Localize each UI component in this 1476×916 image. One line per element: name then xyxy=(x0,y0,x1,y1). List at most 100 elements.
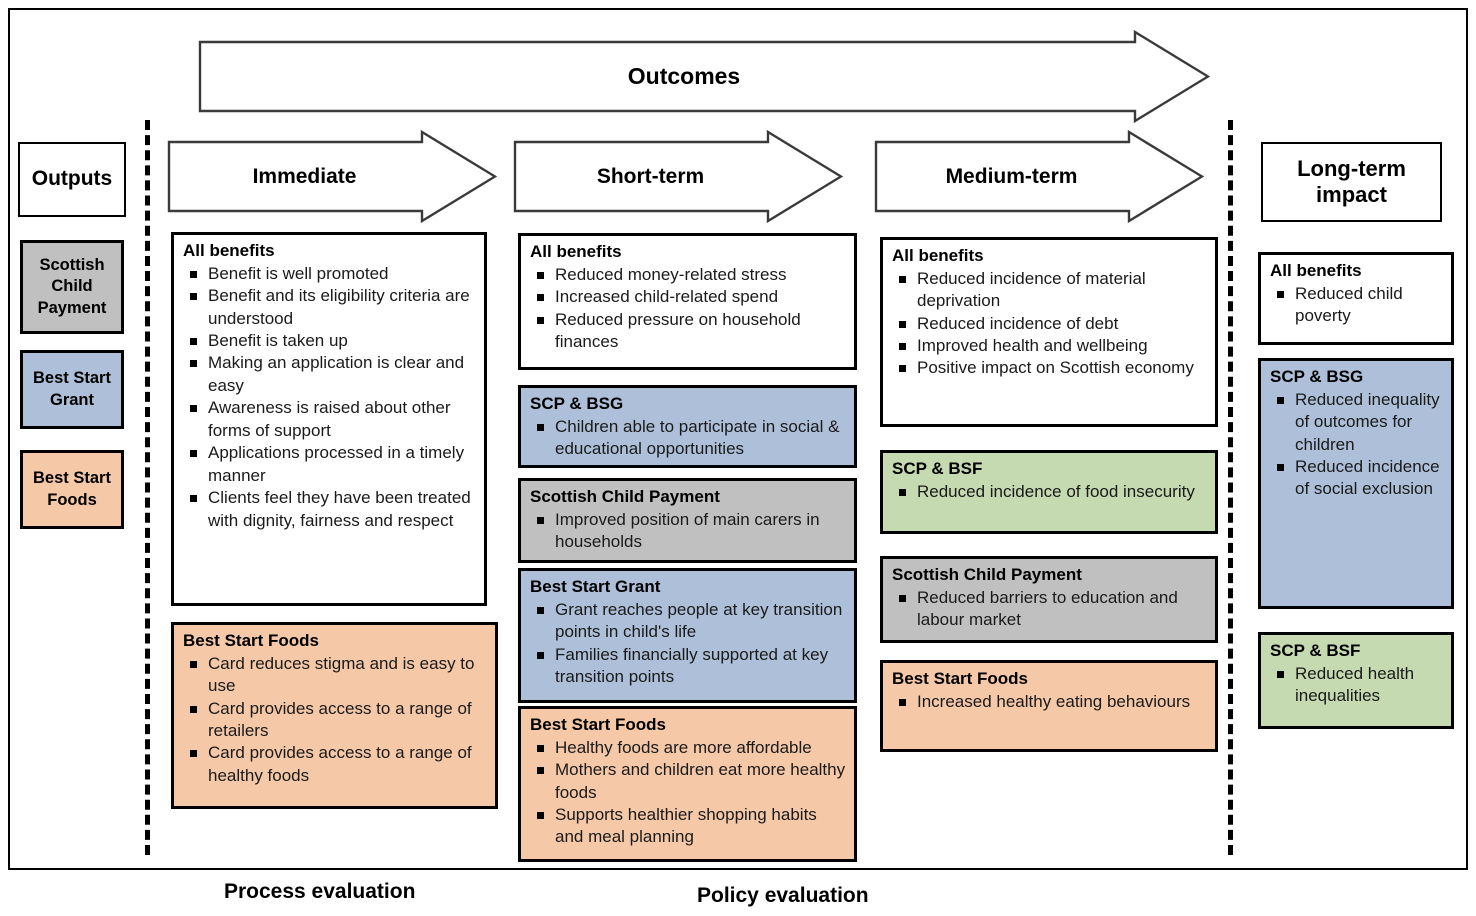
list-item-text: Benefit is well promoted xyxy=(208,263,389,283)
short-term-box-best-start-grant[interactable]: Best Start Grant Grant reaches people at… xyxy=(518,568,857,703)
list-item: Grant reaches people at key transition p… xyxy=(530,599,846,644)
box-bullet-list: Grant reaches people at key transition p… xyxy=(530,599,846,689)
bullet-square-icon xyxy=(1277,290,1284,298)
list-item: Positive impact on Scottish economy xyxy=(892,357,1207,379)
short-term-box-best-start-foods[interactable]: Best Start Foods Healthy foods are more … xyxy=(518,706,857,862)
box-title: All benefits xyxy=(183,241,275,260)
box-title: Best Start Grant xyxy=(530,577,661,596)
bullet-square-icon xyxy=(537,767,544,775)
output-label-best-start-grant: Best Start Grant xyxy=(33,369,111,409)
immediate-box-all-benefits[interactable]: All benefits Benefit is well promoted Be… xyxy=(171,232,487,606)
long-term-box-scp-bsg[interactable]: SCP & BSG Reduced inequality of outcomes… xyxy=(1258,358,1454,609)
list-item-text: Grant reaches people at key transition p… xyxy=(555,599,843,642)
bullet-square-icon xyxy=(190,660,197,668)
immediate-box-best-start-foods[interactable]: Best Start Foods Card reduces stigma and… xyxy=(171,622,498,809)
list-item: Applications processed in a timely manne… xyxy=(183,442,476,487)
caption-policy-evaluation-label: Policy evaluation xyxy=(697,884,869,907)
box-title: All benefits xyxy=(892,246,984,265)
box-title: SCP & BSF xyxy=(1270,641,1361,660)
box-bullet-list: Improved position of main carers in hous… xyxy=(530,509,846,554)
box-title: SCP & BSG xyxy=(530,394,624,413)
list-item-text: Clients feel they have been treated with… xyxy=(208,488,471,530)
list-item-text: Making an application is clear and easy xyxy=(208,353,465,395)
list-item-text: Awareness is raised about other forms of… xyxy=(208,398,451,440)
list-item: Improved health and wellbeing xyxy=(892,335,1207,357)
output-label-best-start-foods: Best Start Foods xyxy=(33,469,111,509)
bullet-square-icon xyxy=(190,495,197,503)
list-item: Reduced incidence of food insecurity xyxy=(892,481,1207,503)
outputs-header-label: Outputs xyxy=(31,167,113,191)
box-bullet-list: Children able to participate in social &… xyxy=(530,416,846,461)
output-label-scottish-child-payment: Scottish Child Payment xyxy=(37,256,107,317)
medium-term-box-all-benefits[interactable]: All benefits Reduced incidence of materi… xyxy=(880,237,1218,427)
long-term-box-scp-bsf[interactable]: SCP & BSF Reduced health inequalities xyxy=(1258,632,1454,729)
list-item: Benefit and its eligibility criteria are… xyxy=(183,285,476,330)
bullet-square-icon xyxy=(537,516,544,524)
bullet-square-icon xyxy=(190,293,197,301)
medium-term-box-scp-bsf[interactable]: SCP & BSF Reduced incidence of food inse… xyxy=(880,450,1218,534)
bullet-square-icon xyxy=(899,320,906,328)
box-title: SCP & BSG xyxy=(1270,367,1364,386)
medium-term-box-scottish-child-payment[interactable]: Scottish Child Payment Reduced barriers … xyxy=(880,556,1218,643)
box-bullet-list: Reduced incidence of food insecurity xyxy=(892,481,1207,503)
list-item: Improved position of main carers in hous… xyxy=(530,509,846,554)
list-item-text: Benefit is taken up xyxy=(208,331,348,351)
box-title: Best Start Foods xyxy=(892,669,1029,688)
box-title: All benefits xyxy=(1270,261,1362,280)
list-item: Clients feel they have been treated with… xyxy=(183,487,476,532)
list-item: Awareness is raised about other forms of… xyxy=(183,397,476,442)
list-item: Reduced incidence of debt xyxy=(892,313,1207,335)
box-bullet-list: Reduced incidence of material deprivatio… xyxy=(892,268,1207,380)
list-item-text: Reduced pressure on household finances xyxy=(555,309,801,352)
list-item: Making an application is clear and easy xyxy=(183,352,476,397)
list-item: Reduced child poverty xyxy=(1270,283,1443,328)
list-item-text: Applications processed in a timely manne… xyxy=(208,443,465,485)
bullet-square-icon xyxy=(190,750,197,758)
list-item: Reduced barriers to education and labour… xyxy=(892,587,1207,632)
outcomes-arrow: Outcomes xyxy=(198,30,1210,123)
bullet-square-icon xyxy=(899,488,906,496)
bullet-square-icon xyxy=(190,405,197,413)
outputs-header-box: Outputs xyxy=(18,142,126,217)
bullet-square-icon xyxy=(899,698,906,706)
list-item-text: Increased child-related spend xyxy=(555,287,779,307)
box-bullet-list: Reduced health inequalities xyxy=(1270,663,1443,708)
list-item-text: Improved health and wellbeing xyxy=(917,336,1148,356)
bullet-square-icon xyxy=(537,423,544,431)
list-item: Reduced pressure on household finances xyxy=(530,309,846,354)
list-item-text: Improved position of main carers in hous… xyxy=(555,509,820,552)
divider-process-policy xyxy=(145,120,150,855)
bullet-square-icon xyxy=(190,450,197,458)
box-bullet-list: Benefit is well promoted Benefit and its… xyxy=(183,263,476,532)
box-bullet-list: Card reduces stigma and is easy to use C… xyxy=(183,653,487,788)
output-box-best-start-foods[interactable]: Best Start Foods xyxy=(20,450,124,529)
box-title: Scottish Child Payment xyxy=(530,487,720,506)
list-item-text: Reduced incidence of material deprivatio… xyxy=(917,268,1146,311)
short-term-box-scp-bsg[interactable]: SCP & BSG Children able to participate i… xyxy=(518,385,857,468)
list-item-text: Benefit and its eligibility criteria are… xyxy=(208,286,470,328)
bullet-square-icon xyxy=(537,606,544,614)
bullet-square-icon xyxy=(1277,464,1284,472)
box-title: All benefits xyxy=(530,242,622,261)
list-item-text: Card provides access to a range of retai… xyxy=(208,698,472,741)
box-bullet-list: Reduced barriers to education and labour… xyxy=(892,587,1207,632)
medium-term-box-best-start-foods[interactable]: Best Start Foods Increased healthy eatin… xyxy=(880,660,1218,752)
list-item-text: Reduced incidence of social exclusion xyxy=(1295,457,1440,499)
bullet-square-icon xyxy=(899,343,906,351)
list-item: Children able to participate in social &… xyxy=(530,416,846,461)
short-term-box-all-benefits[interactable]: All benefits Reduced money-related stres… xyxy=(518,233,857,370)
list-item: Reduced money-related stress xyxy=(530,264,846,286)
long-term-box-all-benefits[interactable]: All benefits Reduced child poverty xyxy=(1258,252,1454,345)
output-box-scottish-child-payment[interactable]: Scottish Child Payment xyxy=(20,240,124,334)
bullet-square-icon xyxy=(899,594,906,602)
output-box-best-start-grant[interactable]: Best Start Grant xyxy=(20,350,124,429)
list-item: Increased child-related spend xyxy=(530,286,846,308)
short-term-box-scottish-child-payment[interactable]: Scottish Child Payment Improved position… xyxy=(518,478,857,563)
box-bullet-list: Reduced child poverty xyxy=(1270,283,1443,328)
list-item: Card provides access to a range of retai… xyxy=(183,698,487,743)
bullet-square-icon xyxy=(1277,670,1284,678)
list-item-text: Reduced incidence of debt xyxy=(917,313,1119,333)
list-item: Increased healthy eating behaviours xyxy=(892,691,1207,713)
list-item-text: Healthy foods are more affordable xyxy=(555,737,812,757)
bullet-square-icon xyxy=(537,316,544,324)
